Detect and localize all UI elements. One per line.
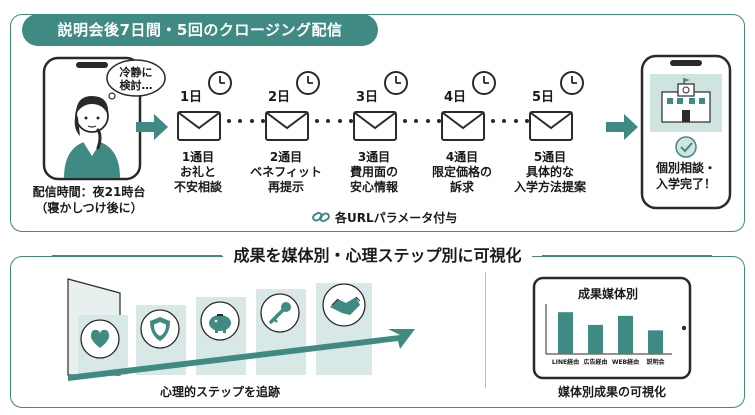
section-title-text: 成果を媒体別・心理ステップ別に可視化 xyxy=(223,242,532,270)
step-label-line3: 不安相談 xyxy=(173,180,222,194)
bubble-line1: 冷静に xyxy=(119,66,153,79)
step-label-line1: 3通目 xyxy=(357,150,391,164)
step-label-line1: 4通目 xyxy=(445,150,479,164)
connector-dot xyxy=(491,119,495,123)
connector-dot xyxy=(238,119,243,123)
result-line2: 入学完了！ xyxy=(655,177,716,191)
step-day: 5日 xyxy=(532,90,555,105)
step-label-line3: 訴求 xyxy=(449,180,474,194)
connector-dot xyxy=(403,119,407,123)
connector-dot xyxy=(502,119,507,123)
step-label-line1: 5通目 xyxy=(533,150,567,164)
chart-category-label: WEB経由 xyxy=(612,358,639,366)
chart-category-label: 説明会 xyxy=(646,358,665,366)
clock-icon xyxy=(384,71,408,95)
connector-dot xyxy=(513,119,518,123)
connector-dot xyxy=(414,119,419,123)
step-label-line3: 再提示 xyxy=(267,180,304,194)
envelope-icon xyxy=(177,111,221,141)
result-line1: 個別相談・ xyxy=(655,161,716,175)
thought-bubble xyxy=(106,59,166,100)
step-label-line2: 費用面の xyxy=(349,165,398,179)
step-label: 4通目限定価格の訴求 xyxy=(417,150,507,195)
bottom-divider xyxy=(485,272,486,388)
flow-title: 説明会後7日間・5回のクロージング配信 xyxy=(22,14,378,46)
step-day: 1日 xyxy=(180,90,203,105)
step-label-line2: 具体的な xyxy=(525,165,574,179)
step-day: 3日 xyxy=(356,90,379,105)
end-arrow-icon xyxy=(606,114,638,140)
connector-dot xyxy=(315,119,319,123)
section-title: 成果を媒体別・心理ステップ別に可視化 xyxy=(0,242,755,270)
step-label-line2: 限定価格の xyxy=(431,165,492,179)
envelope-icon xyxy=(265,111,309,141)
chart-bar xyxy=(588,324,603,354)
connector-dot xyxy=(326,119,331,123)
connector-dot xyxy=(337,119,342,123)
tablet-chart: 成果媒体別 LINE経由広告経由 WEB経由説明会 xyxy=(532,276,692,380)
clock-icon xyxy=(208,71,232,95)
result-phone-illustration xyxy=(640,54,732,210)
thought-bubble-text: 冷静に 検討… xyxy=(108,66,164,92)
start-arrow-icon xyxy=(136,114,168,140)
step-label: 5通目具体的な入学方法提案 xyxy=(505,150,595,195)
chart-bars: LINE経由広告経由 WEB経由説明会 xyxy=(545,304,672,366)
connector-dot xyxy=(348,119,353,123)
step-label-line1: 1通目 xyxy=(181,150,215,164)
step-day: 4日 xyxy=(444,90,467,105)
dotted-connector xyxy=(227,119,265,125)
step-label: 2通目ベネフィット再提示 xyxy=(241,150,331,195)
delivery-time: 配信時間：夜21時台 xyxy=(32,185,146,199)
step-label-line2: お礼と xyxy=(179,165,216,179)
chart-bar xyxy=(618,315,633,354)
psych-steps-illustration xyxy=(67,278,415,381)
connector-dot xyxy=(425,119,430,123)
step-label-line2: ベネフィット xyxy=(250,165,322,179)
connector-dot xyxy=(260,119,265,123)
step-day: 2日 xyxy=(268,90,291,105)
chart-title: 成果媒体別 xyxy=(578,286,638,301)
step-label-line3: 安心情報 xyxy=(349,180,398,194)
chart-category-label: 広告経由 xyxy=(583,358,607,366)
chart-bar xyxy=(648,330,663,354)
connector-dot xyxy=(436,119,441,123)
clock-icon xyxy=(472,71,496,95)
envelope-icon xyxy=(353,111,397,141)
delivery-time-block: 配信時間：夜21時台 （寝かしつけ後に） xyxy=(14,184,164,216)
dotted-connector xyxy=(403,119,441,125)
chart-bar xyxy=(558,312,573,354)
result-text: 個別相談・ 入学完了！ xyxy=(640,160,732,192)
envelope-icon xyxy=(441,111,485,141)
connector-dot xyxy=(227,119,231,123)
step-label-line3: 入学方法提案 xyxy=(513,180,586,194)
left-caption: 心理的ステップを追跡 xyxy=(159,385,280,399)
title-rule-right xyxy=(542,255,712,257)
title-rule-left xyxy=(52,255,222,257)
right-caption: 媒体別成果の可視化 xyxy=(557,385,666,399)
connector-dot xyxy=(249,119,254,123)
connector-dot xyxy=(524,119,529,123)
bubble-line2: 検討… xyxy=(119,79,153,92)
delivery-note: （寝かしつけ後に） xyxy=(35,201,143,215)
dotted-connector xyxy=(315,119,353,125)
url-note-text: 各URLパラメータ付与 xyxy=(335,210,458,225)
envelope-icon xyxy=(529,111,573,141)
dotted-connector xyxy=(491,119,529,125)
chart-category-label: LINE経由 xyxy=(552,358,579,366)
clock-icon xyxy=(560,71,584,95)
step-label: 3通目費用面の安心情報 xyxy=(329,150,419,195)
link-icon xyxy=(312,212,330,222)
url-note: 各URLパラメータ付与 xyxy=(312,208,457,226)
step-label-line1: 2通目 xyxy=(269,150,303,164)
clock-icon xyxy=(296,71,320,95)
step-label: 1通目お礼と不安相談 xyxy=(153,150,243,195)
